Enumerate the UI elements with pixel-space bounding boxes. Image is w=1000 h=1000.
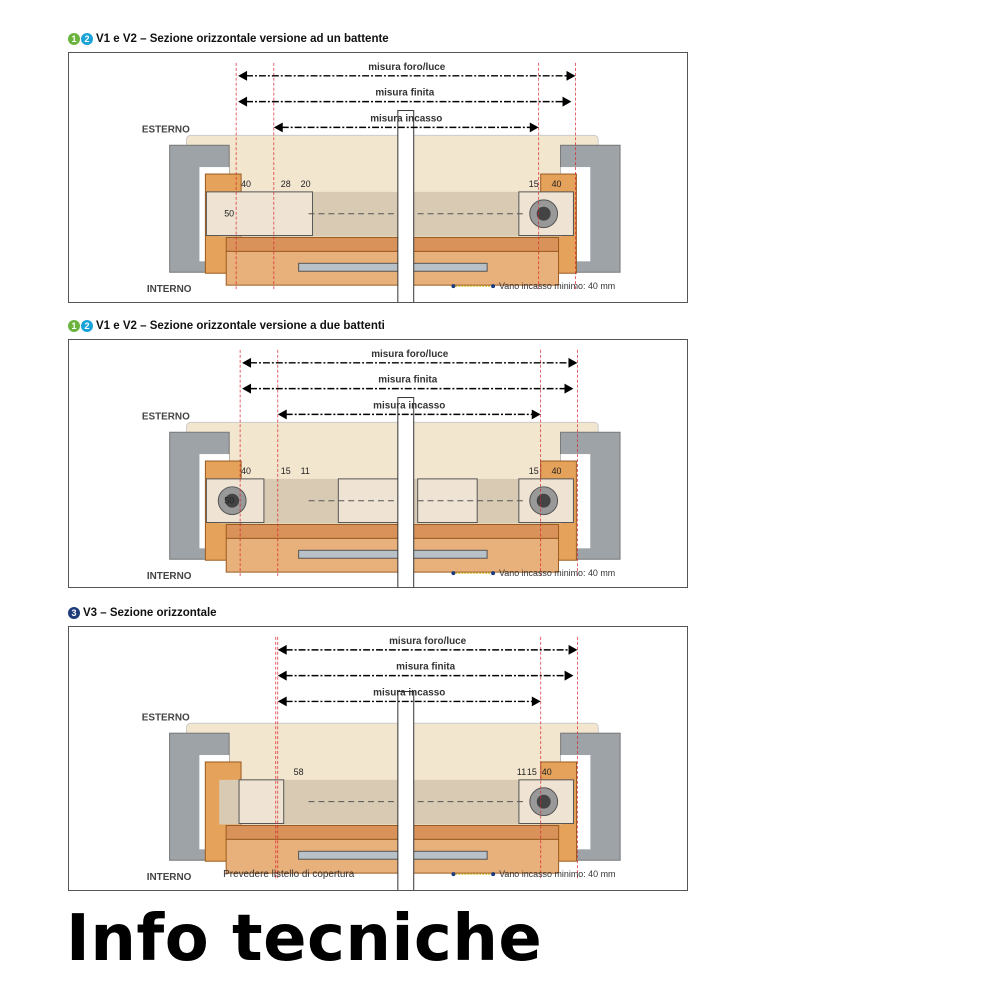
measure-label: 28 <box>281 179 291 189</box>
measure-label: 11 <box>517 767 526 777</box>
legend-dot <box>491 284 496 289</box>
label-esterno: ESTERNO <box>142 411 190 422</box>
note-text: Prevedere listello di copertura <box>223 869 355 880</box>
leaf-gap <box>397 691 415 890</box>
number-badge: 1 <box>68 320 80 332</box>
number-badge: 3 <box>68 607 80 619</box>
label-esterno: ESTERNO <box>142 124 190 135</box>
label-interno: INTERNO <box>147 872 192 883</box>
arrow-right-icon <box>529 122 539 133</box>
page-heading: Info tecniche <box>66 902 543 976</box>
section-drawing: misura foro/luce misura finita misura inca… <box>142 62 621 302</box>
measure-label: 58 <box>294 767 304 777</box>
measure-label: 50 <box>224 209 234 219</box>
measure-label: 40 <box>552 466 562 476</box>
panel-title-text: V1 e V2 – Sezione orizzontale versione a… <box>96 33 389 45</box>
diagram-v3: misura foro/luce misura finita misura inca… <box>68 626 688 891</box>
arrow-left-icon <box>238 70 248 81</box>
arrow-right-icon <box>568 644 578 655</box>
panel-title-text: V3 – Sezione orizzontale <box>83 607 217 619</box>
aluminum-profile <box>205 191 314 237</box>
measure-label: 40 <box>241 466 251 476</box>
arrow-left-icon <box>277 409 287 420</box>
arrow-right-icon <box>531 409 541 420</box>
legend-text: Vano incasso minimo: 40 mm <box>499 568 615 578</box>
roller-core <box>225 493 240 508</box>
arrow-left-icon <box>242 383 252 394</box>
roller-core <box>536 794 551 809</box>
label-interno: INTERNO <box>147 284 192 295</box>
number-badge: 2 <box>81 33 93 45</box>
dimension-label-incasso: misura incasso <box>370 113 442 124</box>
number-badge: 1 <box>68 33 80 45</box>
measure-label: 40 <box>542 767 552 777</box>
measure-label: 11 <box>301 466 310 476</box>
leaf-gap <box>397 110 415 302</box>
measure-label: 20 <box>301 179 311 189</box>
diagram-double-leaf: misura foro/luce misura finita misura inca… <box>68 339 688 588</box>
measure-label: 40 <box>241 179 251 189</box>
arrow-right-icon <box>564 383 574 394</box>
arrow-left-icon <box>277 670 287 681</box>
glass <box>298 262 488 272</box>
leaf-gap <box>397 397 415 587</box>
arrow-left-icon <box>277 644 287 655</box>
dimension-label-foro: misura foro/luce <box>389 636 467 647</box>
dimension-label-foro: misura foro/luce <box>371 349 449 360</box>
arrow-left-icon <box>273 122 283 133</box>
glass <box>298 850 488 860</box>
dimension-label-incasso: misura incasso <box>373 687 445 698</box>
label-interno: INTERNO <box>147 571 192 582</box>
measure-label: 15 <box>527 767 537 777</box>
legend-dot <box>491 872 496 877</box>
measure-label: 15 <box>529 466 539 476</box>
legend-dot <box>451 872 456 877</box>
legend-dot <box>451 284 456 289</box>
arrow-right-icon <box>564 670 574 681</box>
panel-title-text: V1 e V2 – Sezione orizzontale versione a… <box>96 320 385 332</box>
measure-label: 15 <box>281 466 291 476</box>
dimension-label-finita: misura finita <box>396 662 455 673</box>
sash-top <box>225 524 560 539</box>
dimension-label-finita: misura finita <box>375 88 434 99</box>
roller-core <box>536 493 551 508</box>
dimension-label-finita: misura finita <box>378 375 437 386</box>
arrow-left-icon <box>238 96 248 107</box>
arrow-left-icon <box>242 357 252 368</box>
arrow-right-icon <box>568 357 578 368</box>
section-drawing: misura foro/luce misura finita misura inca… <box>142 349 621 587</box>
diagram-single-leaf: misura foro/luce misura finita misura inca… <box>68 52 688 303</box>
legend-dot <box>491 571 496 576</box>
arrow-right-icon <box>531 696 541 707</box>
number-badge: 2 <box>81 320 93 332</box>
arrow-right-icon <box>566 70 576 81</box>
aluminum-profile <box>238 779 285 825</box>
arrow-left-icon <box>277 696 287 707</box>
measure-label: 40 <box>552 179 562 189</box>
sash-top <box>225 237 560 252</box>
legend-text: Vano incasso minimo: 40 mm <box>499 869 615 879</box>
dimension-label-foro: misura foro/luce <box>368 62 446 73</box>
legend-text: Vano incasso minimo: 40 mm <box>499 281 615 291</box>
measure-label: 50 <box>224 496 234 506</box>
label-esterno: ESTERNO <box>142 712 190 723</box>
measure-label: 15 <box>529 179 539 189</box>
glass <box>298 549 488 559</box>
section-drawing: misura foro/luce misura finita misura inca… <box>142 636 621 890</box>
dimension-label-incasso: misura incasso <box>373 400 445 411</box>
roller-core <box>536 206 551 221</box>
legend-dot <box>451 571 456 576</box>
arrow-right-icon <box>562 96 572 107</box>
